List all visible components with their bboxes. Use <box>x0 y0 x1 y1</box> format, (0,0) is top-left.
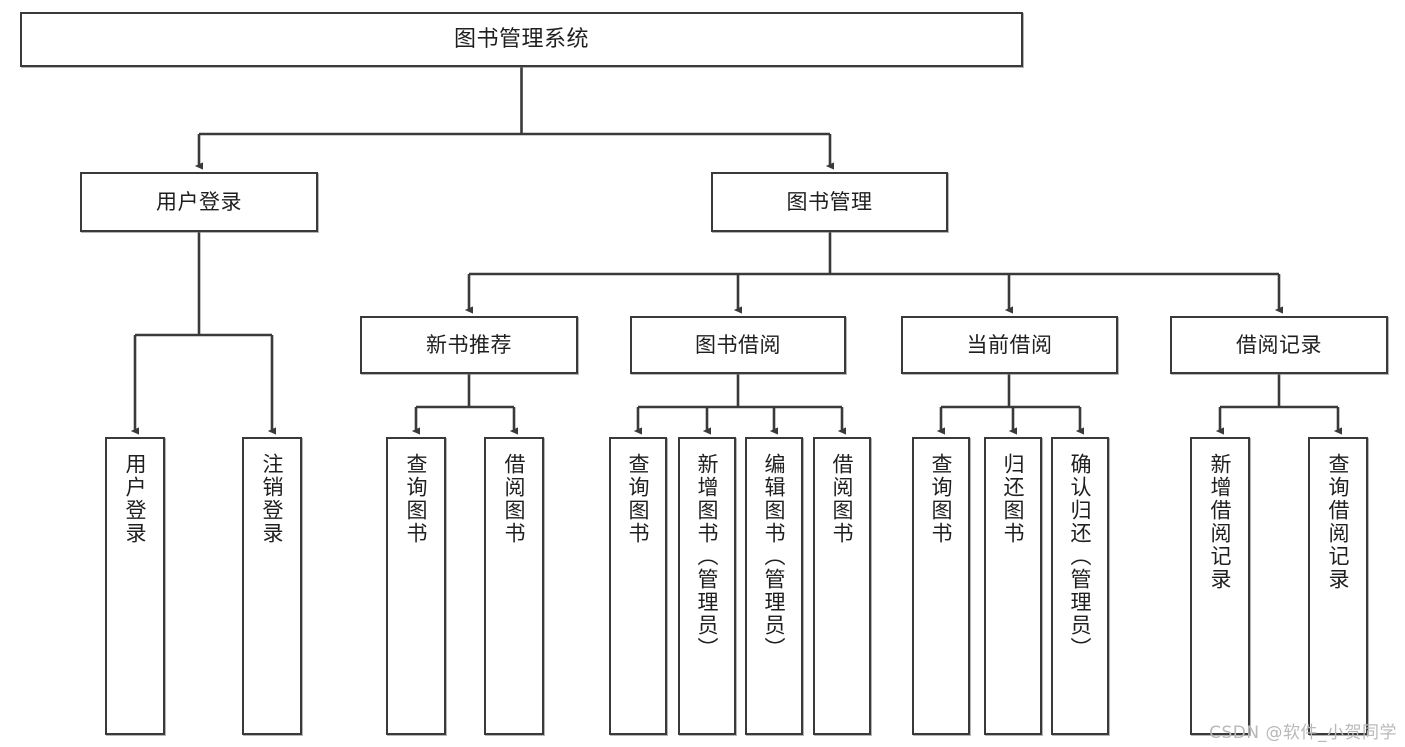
leaf-records-query-record-label: 查询借阅记录 <box>1326 453 1351 591</box>
node-book-borrow-label: 图书借阅 <box>695 332 781 357</box>
leaf-newbook-query-book-label: 查询图书 <box>404 453 429 545</box>
leaf-current-confirm-return-label: 确认归还（管理员） <box>1068 453 1093 660</box>
leaf-borrow-query-book-label: 查询图书 <box>626 453 651 545</box>
node-root[interactable]: 图书管理系统 <box>20 12 1023 67</box>
leaf-records-query-record[interactable]: 查询借阅记录 <box>1308 437 1368 735</box>
node-current-borrow-label: 当前借阅 <box>966 332 1053 357</box>
node-root-label: 图书管理系统 <box>453 26 589 52</box>
leaf-newbook-borrow-book[interactable]: 借阅图书 <box>484 437 544 735</box>
leaf-borrow-borrow-book-label: 借阅图书 <box>830 453 855 545</box>
node-new-book-recommend[interactable]: 新书推荐 <box>360 316 578 374</box>
leaf-current-confirm-return[interactable]: 确认归还（管理员） <box>1051 437 1109 735</box>
leaf-current-query-book[interactable]: 查询图书 <box>912 437 970 735</box>
leaf-user-login-label: 用户登录 <box>123 453 148 545</box>
leaf-records-add-record[interactable]: 新增借阅记录 <box>1190 437 1250 735</box>
leaf-borrow-add-book[interactable]: 新增图书（管理员） <box>678 437 736 735</box>
leaf-user-login[interactable]: 用户登录 <box>105 437 165 735</box>
leaf-current-return-book[interactable]: 归还图书 <box>984 437 1042 735</box>
leaf-records-add-record-label: 新增借阅记录 <box>1208 453 1233 591</box>
leaf-current-query-book-label: 查询图书 <box>929 453 954 545</box>
leaf-borrow-borrow-book[interactable]: 借阅图书 <box>813 437 871 735</box>
leaf-borrow-edit-book[interactable]: 编辑图书（管理员） <box>745 437 803 735</box>
node-book-borrow[interactable]: 图书借阅 <box>630 316 846 374</box>
node-current-borrow[interactable]: 当前借阅 <box>901 316 1118 374</box>
leaf-newbook-query-book[interactable]: 查询图书 <box>386 437 446 735</box>
leaf-newbook-borrow-book-label: 借阅图书 <box>502 453 527 545</box>
leaf-borrow-query-book[interactable]: 查询图书 <box>609 437 667 735</box>
node-user-login[interactable]: 用户登录 <box>80 172 318 232</box>
node-new-book-recommend-label: 新书推荐 <box>426 332 512 357</box>
leaf-current-return-book-label: 归还图书 <box>1001 453 1026 545</box>
node-user-login-label: 用户登录 <box>156 189 242 214</box>
leaf-borrow-add-book-label: 新增图书（管理员） <box>695 453 720 660</box>
leaf-borrow-edit-book-label: 编辑图书（管理员） <box>762 453 787 660</box>
node-borrow-records[interactable]: 借阅记录 <box>1170 316 1388 374</box>
leaf-user-logout[interactable]: 注销登录 <box>242 437 302 735</box>
node-book-management-label: 图书管理 <box>786 189 873 214</box>
node-book-management[interactable]: 图书管理 <box>711 172 948 232</box>
leaf-user-logout-label: 注销登录 <box>260 453 285 545</box>
node-borrow-records-label: 借阅记录 <box>1236 332 1322 357</box>
